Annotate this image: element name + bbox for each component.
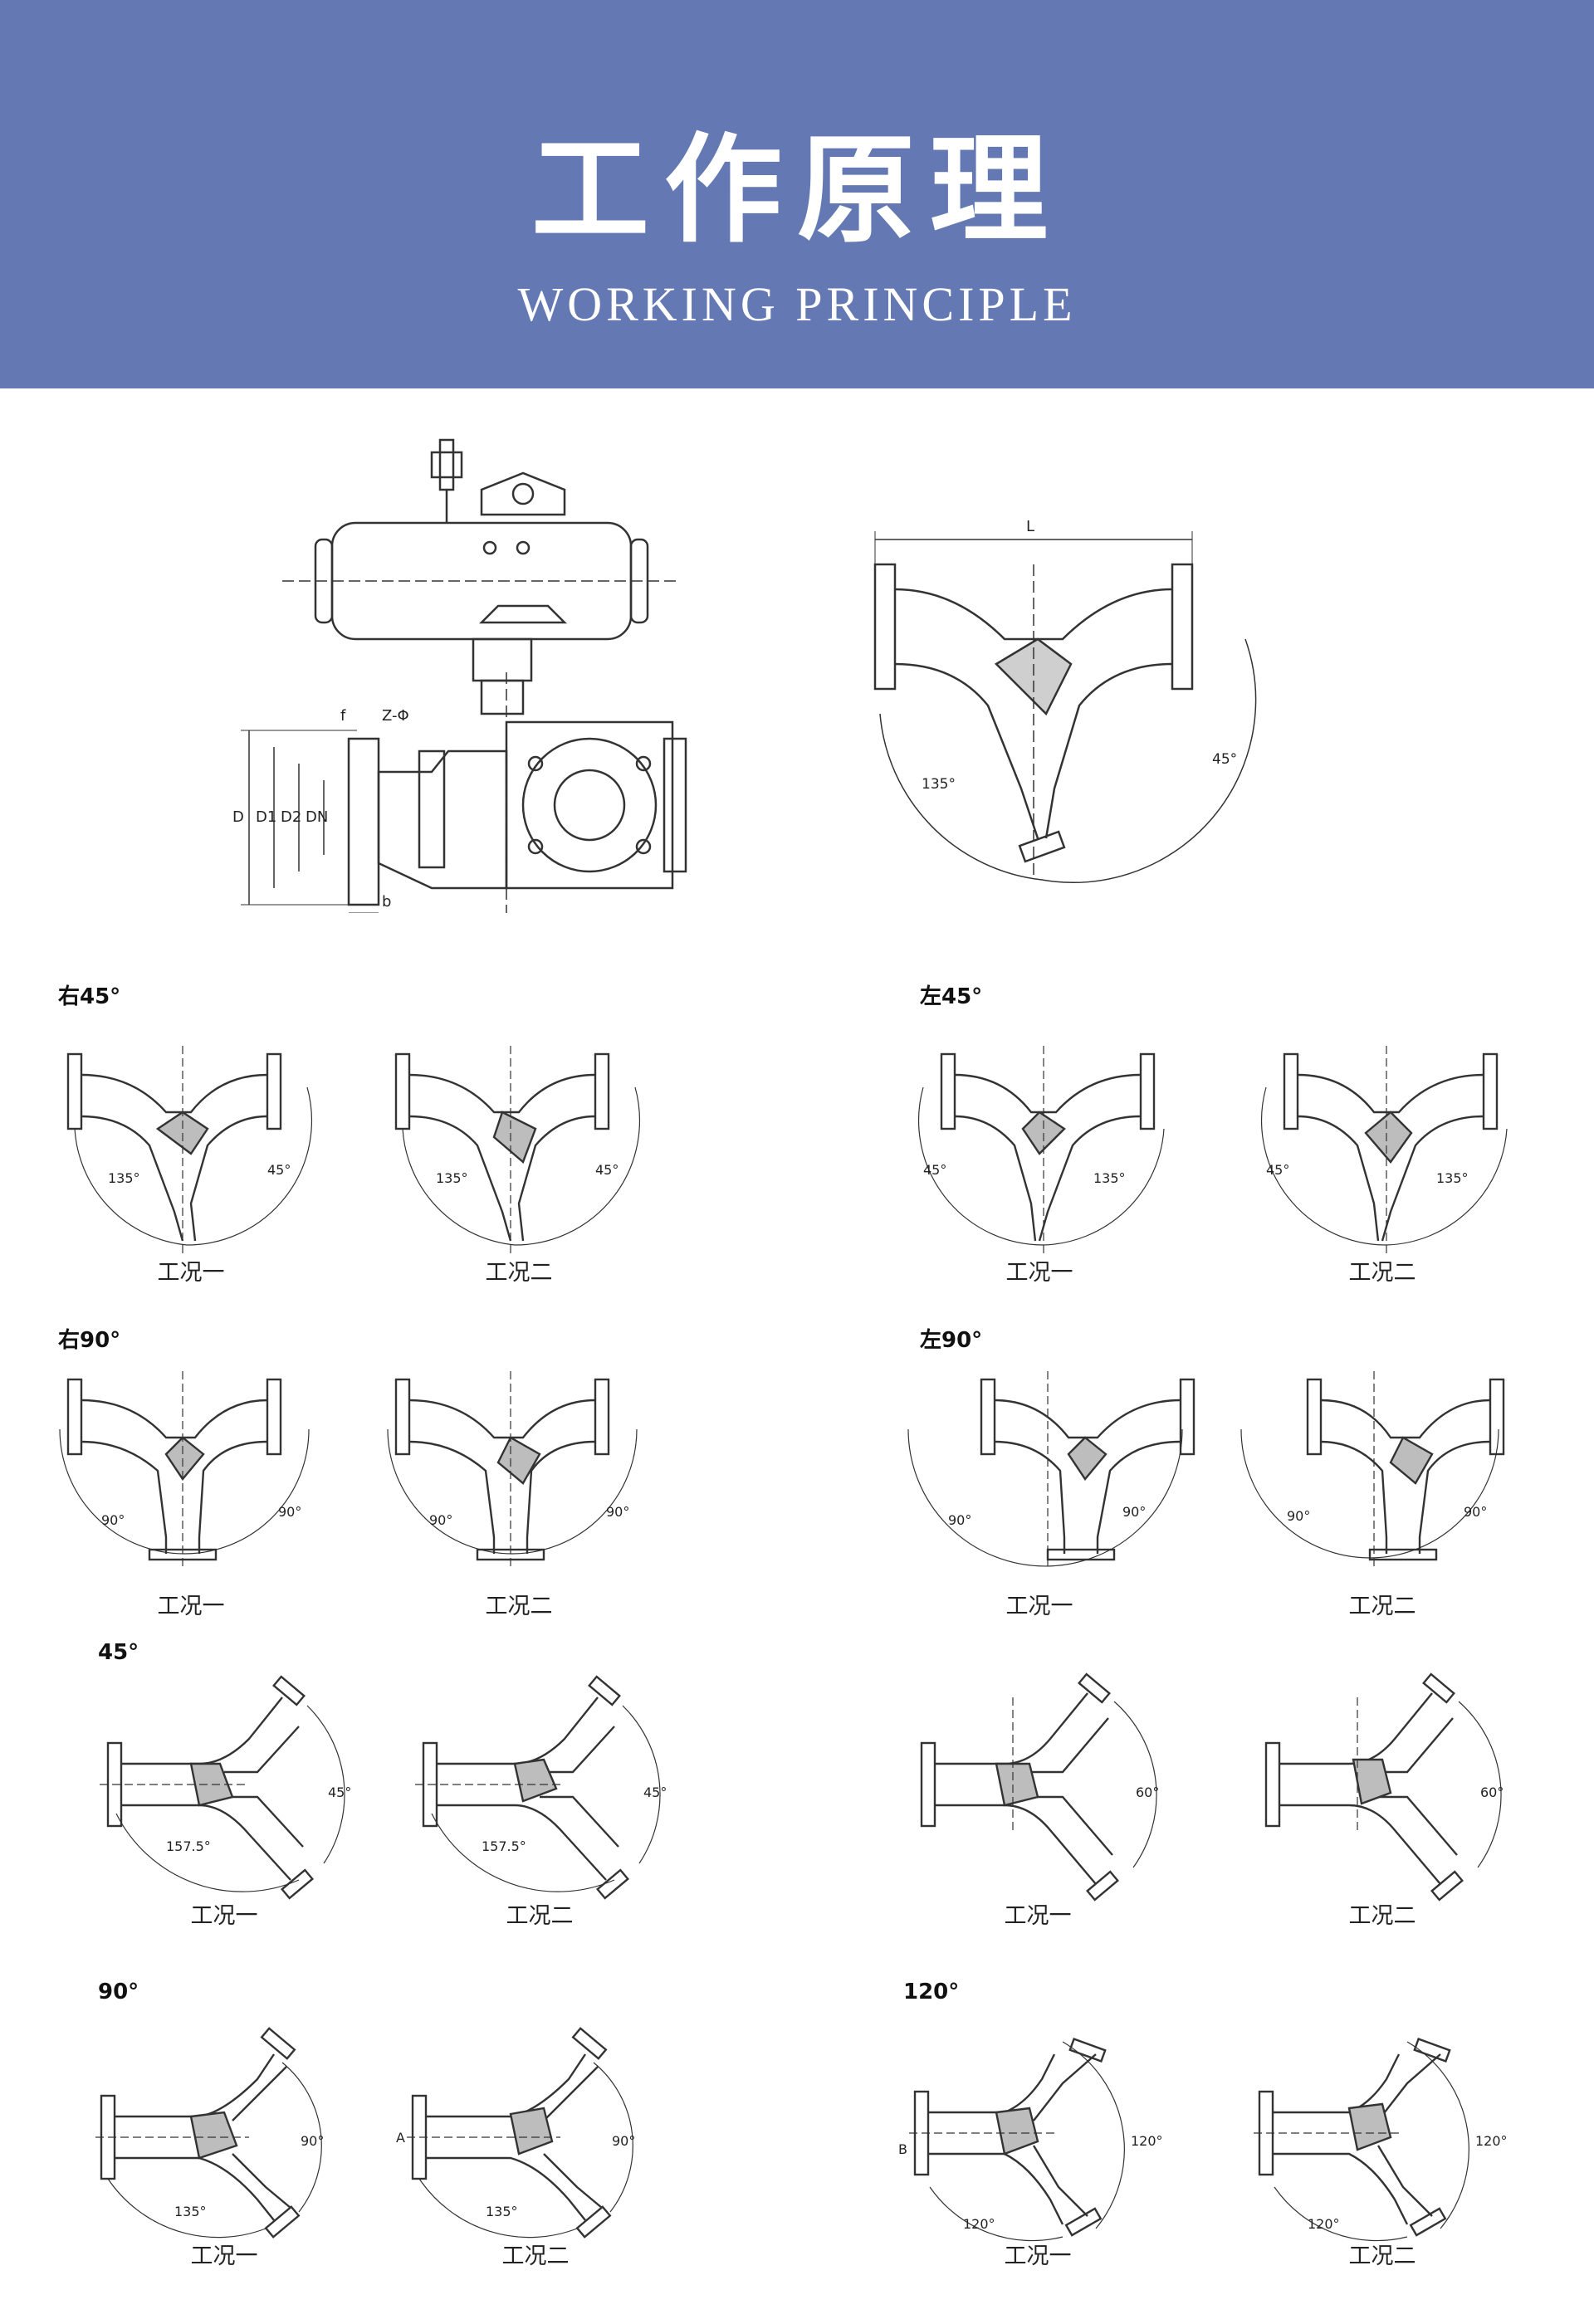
diagram-caption: 工况二: [1348, 1594, 1416, 1619]
angle-label-a: 90°: [101, 1512, 125, 1528]
angle-label-a: 45°: [1266, 1162, 1289, 1178]
diagram-caption: 工况一: [1005, 1260, 1073, 1286]
front-view-label-d: D: [232, 808, 244, 826]
angle-label-b: 135°: [1436, 1170, 1469, 1186]
diagram-caption: 工况一: [157, 1260, 225, 1286]
top-view-label-45: 45°: [1212, 751, 1237, 768]
front-view-label-d1: D1: [256, 808, 276, 826]
diagram-left90-case1: 90° 90° 工况一: [898, 1371, 1196, 1628]
diagram-right90-case2: 90° 90° 工况二: [378, 1371, 660, 1628]
front-view-label-f: f: [340, 707, 346, 725]
angle-label-b: 45°: [267, 1162, 291, 1178]
section-label-120: 120°: [903, 1980, 960, 2004]
angle-label-b: 45°: [643, 1784, 667, 1800]
diagram-right45-case1: 135° 45° 工况一: [50, 1038, 332, 1295]
angle-label-a: 135°: [108, 1170, 140, 1186]
diagram-horizontal45-case2: 157.5° 45° 工况二: [398, 1675, 681, 1938]
angle-label-a: 135°: [486, 2204, 518, 2219]
diagram-right45-case2: 135° 45° 工况二: [378, 1038, 660, 1295]
section-label-left-90: 左90°: [920, 1328, 983, 1353]
valve-top-view-drawing: L 135° 45°: [873, 518, 1257, 883]
angle-label-b: 90°: [1464, 1504, 1487, 1520]
diagram-caption: 工况一: [190, 1903, 258, 1929]
angle-label-a: 120°: [1308, 2216, 1340, 2232]
diagram-caption: 工况一: [190, 2243, 258, 2269]
diagram-horizontal120-case2: 120° 120° 工况二: [1241, 2021, 1523, 2278]
angle-label-b: 45°: [595, 1162, 619, 1178]
angle-label-a: 157.5°: [166, 1838, 211, 1854]
angle-label-b: 45°: [328, 1784, 351, 1800]
angle-label-b: 90°: [278, 1504, 301, 1520]
angle-label-b: 135°: [1093, 1170, 1126, 1186]
angle-label-b: 90°: [606, 1504, 629, 1520]
page-subtitle: WORKING PRINCIPLE: [517, 277, 1077, 331]
diagram-caption: 工况二: [1348, 1903, 1416, 1929]
diagram-caption: 工况二: [1348, 1260, 1416, 1286]
angle-label-a: 120°: [963, 2216, 995, 2232]
front-view-label-z: Z-Φ: [382, 707, 409, 725]
section-label-left-45: 左45°: [920, 984, 983, 1009]
angle-label-a: 90°: [1287, 1508, 1310, 1524]
angle-label-b: 90°: [612, 2133, 635, 2149]
section-label-45: 45°: [98, 1640, 139, 1665]
port-label-a: A: [396, 2130, 405, 2146]
diagram-caption: 工况二: [1348, 2243, 1416, 2269]
page-title: 工作原理: [531, 121, 1063, 259]
port-label-b: B: [898, 2141, 907, 2157]
diagram-caption: 工况二: [485, 1260, 553, 1286]
diagram-left45-case1: 45° 135° 工况一: [898, 1038, 1181, 1295]
diagram-caption: 工况二: [485, 1594, 553, 1619]
section-label-right-90: 右90°: [58, 1328, 121, 1353]
angle-label-a: 157.5°: [482, 1838, 526, 1854]
angle-label-b: 60°: [1136, 1784, 1159, 1800]
diagram-horizontal90-case2: 135° 90° A 工况二: [394, 2021, 677, 2278]
diagram-horizontal120-case1: 120° 120° B 工况一: [897, 2021, 1179, 2278]
section-label-90: 90°: [98, 1980, 139, 2004]
front-view-label-b: b: [382, 893, 391, 911]
diagram-horizontal45-case1: 157.5° 45° 工况一: [83, 1675, 365, 1938]
angle-label-b: 90°: [301, 2133, 324, 2149]
diagram-left45-case2: 45° 135° 工况二: [1241, 1038, 1523, 1295]
diagram-caption: 工况一: [1004, 2243, 1072, 2269]
diagram-caption: 工况二: [501, 2243, 570, 2269]
diagram-horizontal90-case1: 135° 90° 工况一: [83, 2021, 365, 2278]
header-banner: 工作原理 WORKING PRINCIPLE: [0, 0, 1594, 388]
angle-label-b: 90°: [1122, 1504, 1146, 1520]
angle-label-b: 120°: [1475, 2133, 1508, 2149]
angle-label-a: 90°: [948, 1512, 971, 1528]
top-view-label-135: 135°: [922, 776, 956, 793]
diagram-caption: 工况一: [1004, 1903, 1072, 1929]
angle-label-a: 135°: [174, 2204, 207, 2219]
front-view-label-dn: DN: [306, 808, 328, 826]
diagram-horizontal60-case1: 60° 工况一: [897, 1672, 1179, 1938]
diagram-caption: 工况一: [157, 1594, 225, 1619]
angle-label-a: 135°: [436, 1170, 468, 1186]
diagram-left90-case2: 90° 90° 工况二: [1240, 1371, 1523, 1628]
diagram-right90-case1: 90° 90° 工况一: [50, 1371, 332, 1628]
diagram-caption: 工况二: [506, 1903, 574, 1929]
front-view-label-d2: D2: [281, 808, 301, 826]
diagram-horizontal60-case2: 60° 工况二: [1241, 1672, 1523, 1938]
section-label-right-45: 右45°: [58, 984, 121, 1009]
angle-label-b: 60°: [1480, 1784, 1504, 1800]
angle-label-b: 120°: [1131, 2133, 1163, 2149]
valve-front-view-drawing: f Z-Φ D D1 D2 DN b: [232, 438, 687, 913]
angle-label-a: 45°: [923, 1162, 946, 1178]
angle-label-a: 90°: [429, 1512, 452, 1528]
diagram-caption: 工况一: [1005, 1594, 1073, 1619]
top-view-label-l: L: [1026, 518, 1034, 535]
